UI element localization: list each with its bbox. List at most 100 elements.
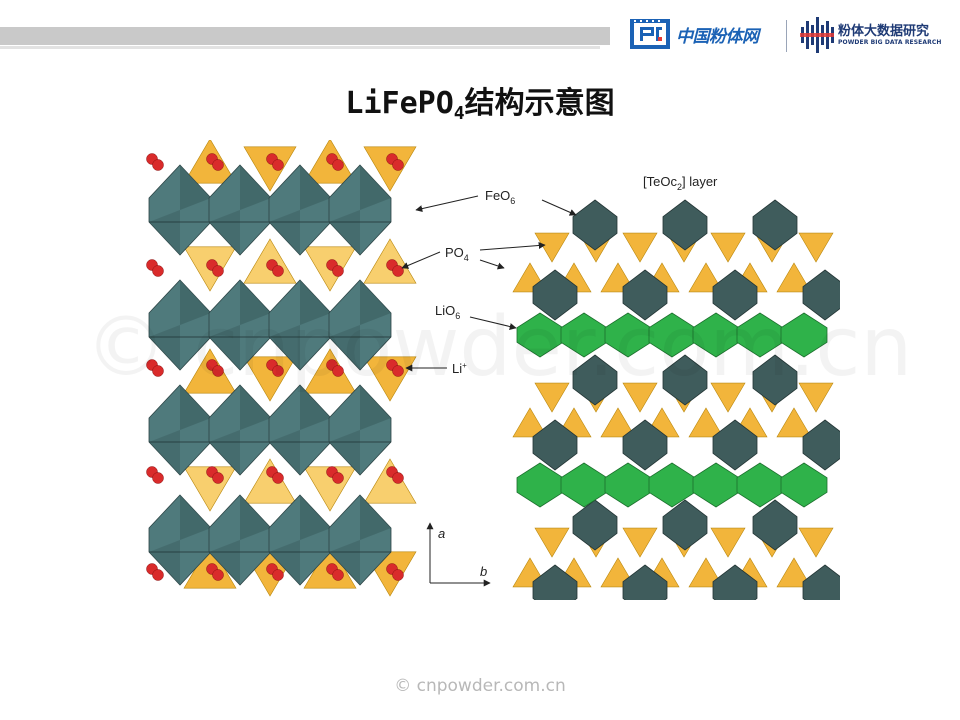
- feo6-face: [240, 385, 271, 430]
- axis-b-label: b: [480, 564, 487, 579]
- octahedron: [712, 419, 758, 471]
- tetrahedron: [622, 382, 658, 413]
- octahedron: [752, 354, 798, 406]
- arrow-po4-right-1: [479, 241, 546, 251]
- axis-a-label: a: [438, 526, 445, 541]
- feo6-face: [209, 430, 240, 475]
- left-structure: [146, 140, 417, 597]
- octahedron: [752, 499, 798, 551]
- octahedron: [712, 564, 758, 600]
- feo6-face: [149, 325, 180, 370]
- po4-tetrahedron: [243, 458, 297, 504]
- octahedron: [532, 269, 578, 321]
- octahedron: [752, 199, 798, 251]
- po4-tetrahedron: [243, 356, 297, 402]
- tetrahedron: [798, 232, 834, 263]
- feo6-face: [360, 280, 391, 325]
- po4-tetrahedron: [363, 458, 417, 504]
- tetrahedron: [710, 527, 746, 558]
- octahedron: [572, 199, 618, 251]
- title-rest: 结构示意图: [464, 86, 615, 121]
- octahedron: [622, 269, 668, 321]
- octahedron: [662, 354, 708, 406]
- tetrahedron: [798, 527, 834, 558]
- feo6-face: [360, 385, 391, 430]
- lio6-octahedron: [648, 462, 696, 508]
- label-li: Li+: [452, 361, 467, 376]
- feo6-face: [269, 540, 300, 585]
- feo6-face: [360, 165, 391, 210]
- li-atom: [392, 569, 404, 581]
- tetrahedron: [776, 262, 812, 293]
- octahedron: [662, 199, 708, 251]
- tetrahedron: [688, 557, 724, 588]
- powder-data-logo-icon: [800, 17, 834, 53]
- li-atom: [332, 265, 344, 277]
- right-tetrahedra: [512, 232, 834, 588]
- feo6-face: [209, 210, 240, 255]
- feo6-face: [240, 280, 271, 325]
- li-atom: [392, 159, 404, 171]
- label-teoc2-layer: [TeOc2] layer: [643, 174, 718, 192]
- label-po4: PO4: [445, 245, 469, 263]
- li-atom: [152, 159, 164, 171]
- arrow-feo6-left: [415, 195, 479, 213]
- po4-tetrahedron: [363, 146, 417, 192]
- lio6-octahedron: [692, 462, 740, 508]
- feo6-face: [329, 430, 360, 475]
- title-formula: LiFePO: [345, 86, 454, 121]
- li-atom: [152, 365, 164, 377]
- powder-data-logo-en: POWDER BIG DATA RESEARCH: [838, 39, 942, 46]
- feo6-face: [329, 210, 360, 255]
- tetrahedron: [534, 527, 570, 558]
- li-atom: [272, 569, 284, 581]
- powder-data-logo-cn: 粉体大数据研究: [838, 24, 930, 39]
- octahedron: [622, 564, 668, 600]
- octahedron: [622, 419, 668, 471]
- octahedron: [802, 419, 840, 471]
- feo6-face: [149, 540, 180, 585]
- po4-tetrahedron: [243, 146, 297, 192]
- lio6-octahedron: [780, 462, 828, 508]
- lio6-octahedron: [780, 312, 828, 358]
- li-atom: [392, 365, 404, 377]
- arrow-po4-right-2: [479, 259, 505, 270]
- feo6-face: [180, 280, 211, 325]
- feo6-face: [329, 540, 360, 585]
- li-atom: [272, 472, 284, 484]
- li-atom: [152, 265, 164, 277]
- tetrahedron: [776, 557, 812, 588]
- tetrahedron: [534, 232, 570, 263]
- arrow-lio6: [469, 316, 517, 330]
- feo6-face: [209, 325, 240, 370]
- logo-divider: [786, 20, 787, 52]
- feo6-face: [180, 165, 211, 210]
- header-bar-underline: [0, 46, 600, 49]
- cnpowder-logo-text: 中国粉体网: [676, 27, 759, 47]
- feo6-face: [240, 495, 271, 540]
- title-subscript: 4: [453, 103, 465, 124]
- octahedron: [802, 564, 840, 600]
- feo6-face: [360, 495, 391, 540]
- tetrahedron: [798, 382, 834, 413]
- li-atom: [392, 472, 404, 484]
- octahedron: [532, 564, 578, 600]
- li-atom: [332, 365, 344, 377]
- left-feo6-octahedra: [148, 164, 392, 586]
- li-atom: [212, 569, 224, 581]
- tetrahedron: [534, 382, 570, 413]
- li-atom: [332, 159, 344, 171]
- tetrahedron: [688, 262, 724, 293]
- octahedron: [802, 269, 840, 321]
- watermark: © cnpowder.com.cn: [85, 300, 912, 395]
- feo6-face: [300, 165, 331, 210]
- left-li-atoms: [146, 153, 404, 581]
- li-atom: [272, 159, 284, 171]
- header-bar: [0, 27, 610, 45]
- tetrahedron: [710, 232, 746, 263]
- tetrahedron: [622, 527, 658, 558]
- feo6-face: [269, 430, 300, 475]
- feo6-face: [300, 385, 331, 430]
- feo6-face: [329, 325, 360, 370]
- po4-tetrahedron: [363, 356, 417, 402]
